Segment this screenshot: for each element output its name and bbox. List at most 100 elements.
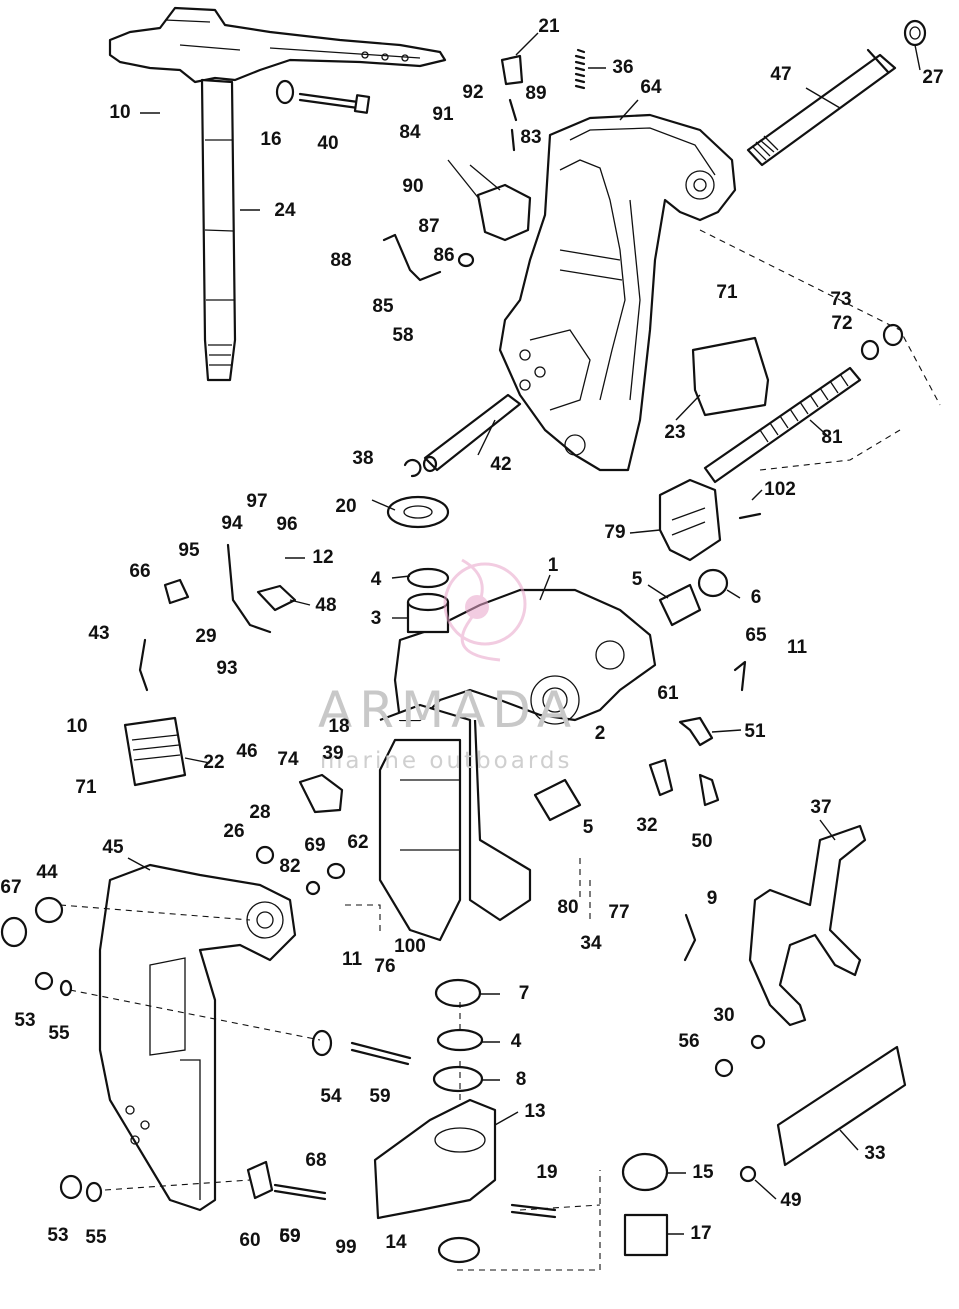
callout-62: 62 <box>347 832 368 853</box>
callout-89: 89 <box>525 83 546 104</box>
transom-bracket-45 <box>98 863 297 1212</box>
watermark-logo <box>443 558 527 662</box>
callout-7: 7 <box>519 983 530 1004</box>
callout-5: 5 <box>583 817 594 838</box>
sleeve-5-upper <box>658 583 702 627</box>
callout-81: 81 <box>821 427 843 448</box>
washer-55-lower <box>85 1181 103 1203</box>
trim-sender-parts <box>382 48 586 282</box>
callout-11: 11 <box>787 637 808 658</box>
callout-92: 92 <box>462 82 483 103</box>
callout-38: 38 <box>352 448 373 469</box>
callout-69: 69 <box>279 1226 300 1247</box>
seal-8 <box>432 1065 484 1093</box>
callout-37: 37 <box>810 797 831 818</box>
callout-40: 40 <box>317 133 338 154</box>
callout-100: 100 <box>394 936 426 957</box>
callout-6: 6 <box>751 587 762 608</box>
callout-61: 61 <box>657 683 679 704</box>
watermark-brand: ARMADA <box>318 681 578 739</box>
callout-46: 46 <box>236 741 257 762</box>
callout-71: 71 <box>75 777 97 798</box>
nut-44 <box>34 896 64 924</box>
callout-labels: 1234455678910101111121314151617181920212… <box>0 16 943 1258</box>
steering-arm-assembly <box>108 6 447 382</box>
callout-33: 33 <box>864 1143 885 1164</box>
callout-20: 20 <box>335 496 356 517</box>
callout-94: 94 <box>221 513 243 534</box>
bar-33 <box>776 1045 907 1167</box>
callout-88: 88 <box>330 250 351 271</box>
callout-83: 83 <box>520 127 541 148</box>
bearing-7 <box>434 978 482 1008</box>
nut-53-lower <box>59 1174 83 1200</box>
callout-86: 86 <box>433 245 454 266</box>
mount-17 <box>623 1213 669 1257</box>
callout-79: 79 <box>604 522 625 543</box>
callout-71: 71 <box>716 282 738 303</box>
callout-76: 76 <box>374 956 395 977</box>
callout-1: 1 <box>548 555 559 576</box>
callout-84: 84 <box>399 122 421 143</box>
callout-56: 56 <box>678 1031 699 1052</box>
callout-55: 55 <box>85 1227 107 1248</box>
callout-91: 91 <box>432 104 454 125</box>
callout-85: 85 <box>372 296 394 317</box>
callout-27: 27 <box>922 67 943 88</box>
watermark-logo-ring <box>443 562 527 646</box>
callout-36: 36 <box>612 57 633 78</box>
alignment-lines <box>59 229 941 1271</box>
callout-50: 50 <box>691 831 712 852</box>
callout-95: 95 <box>178 540 200 561</box>
callout-21: 21 <box>538 16 560 37</box>
callout-93: 93 <box>216 658 237 679</box>
callout-77: 77 <box>608 902 629 923</box>
bushing-3 <box>406 567 450 634</box>
callout-32: 32 <box>636 815 657 836</box>
washer-6 <box>697 568 729 598</box>
stern-bracket-1 <box>378 588 657 942</box>
callout-48: 48 <box>315 595 336 616</box>
washer-54 <box>311 1029 333 1057</box>
bolt-59-lower <box>273 1183 327 1201</box>
callout-45: 45 <box>102 837 124 858</box>
sleeve-5-lower <box>533 778 582 822</box>
callout-5: 5 <box>632 569 643 590</box>
callout-8: 8 <box>516 1069 527 1090</box>
callout-18: 18 <box>328 716 349 737</box>
callout-4: 4 <box>371 569 382 590</box>
callout-12: 12 <box>312 547 333 568</box>
swivel-bracket-64 <box>498 113 737 472</box>
callout-80: 80 <box>557 897 578 918</box>
bolt-40 <box>275 79 371 114</box>
callout-10: 10 <box>66 716 87 737</box>
plate-23 <box>691 336 770 417</box>
plate-60 <box>246 1160 274 1200</box>
leader-lines <box>127 32 921 1235</box>
callout-73: 73 <box>830 289 851 310</box>
callout-53: 53 <box>47 1225 68 1246</box>
callout-51: 51 <box>744 721 766 742</box>
clip-parts <box>648 660 747 807</box>
callout-4: 4 <box>511 1031 522 1052</box>
callout-47: 47 <box>770 64 791 85</box>
callout-90: 90 <box>402 176 423 197</box>
callout-24: 24 <box>274 200 296 221</box>
callout-69: 69 <box>304 835 325 856</box>
bolt-59-upper <box>350 1041 412 1066</box>
callout-54: 54 <box>320 1086 342 1107</box>
callout-64: 64 <box>640 77 662 98</box>
watermark-logo-wave <box>460 558 501 662</box>
tilt-tube-47 <box>746 19 927 167</box>
callout-82: 82 <box>279 856 300 877</box>
callout-15: 15 <box>692 1162 714 1183</box>
callout-43: 43 <box>88 623 109 644</box>
callout-16: 16 <box>260 129 281 150</box>
callout-58: 58 <box>392 325 413 346</box>
cap-67 <box>0 916 28 948</box>
nut-53-upper <box>34 971 54 991</box>
callout-28: 28 <box>249 802 270 823</box>
callout-26: 26 <box>223 821 244 842</box>
callout-42: 42 <box>490 454 511 475</box>
callout-10: 10 <box>109 102 130 123</box>
